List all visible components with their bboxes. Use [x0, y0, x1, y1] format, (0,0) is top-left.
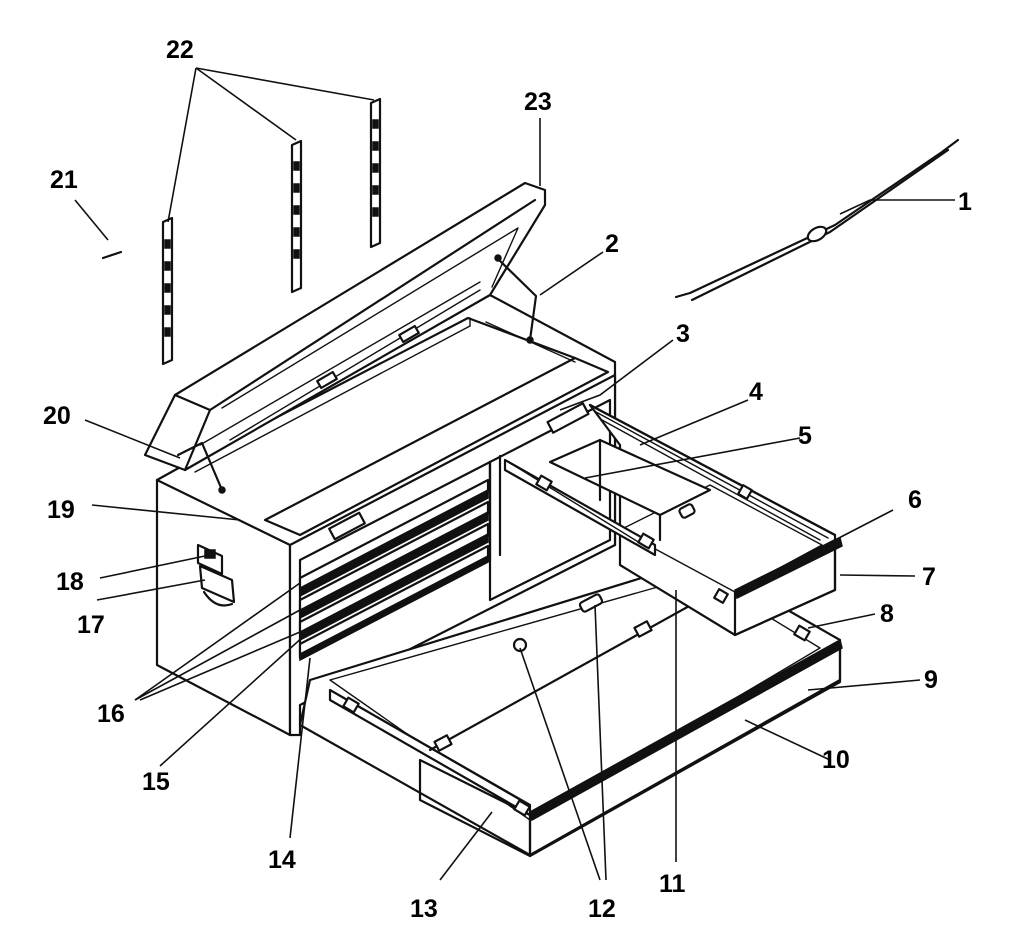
callout-21: 21: [50, 166, 78, 194]
callout-22: 22: [166, 36, 194, 64]
callout-1: 1: [958, 188, 972, 216]
callout-17: 17: [77, 611, 105, 639]
callout-10: 10: [822, 746, 850, 774]
callout-23: 23: [524, 88, 552, 116]
callout-4: 4: [749, 378, 763, 406]
callout-19: 19: [47, 496, 75, 524]
part-side-handle: [196, 543, 236, 607]
part-lid: [143, 181, 547, 472]
callout-8: 8: [880, 600, 894, 628]
callout-14: 14: [268, 846, 296, 874]
leader-lines: [74, 67, 955, 881]
callout-12: 12: [588, 895, 616, 923]
callout-11: 11: [659, 870, 686, 898]
callout-7: 7: [922, 563, 936, 591]
callout-6: 6: [908, 486, 922, 514]
callout-9: 9: [924, 666, 938, 694]
callout-18: 18: [56, 568, 84, 596]
callout-20: 20: [43, 402, 71, 430]
callout-13: 13: [410, 895, 438, 923]
callout-16: 16: [97, 700, 125, 728]
part-hanger-brackets: [161, 97, 382, 366]
callout-5: 5: [798, 422, 812, 450]
part-drawer-front: [298, 544, 490, 662]
callout-3: 3: [676, 320, 690, 348]
callout-labels: 1 2 3 4 5 6 7 8 9 10 11 12 13 14 15 16 1…: [43, 36, 972, 923]
callout-15: 15: [142, 768, 170, 796]
part-small-drawers: [298, 478, 490, 642]
callout-2: 2: [605, 230, 619, 258]
part-pin: [101, 250, 123, 260]
part-lid-rod: [674, 138, 960, 302]
part-lid-stays: [176, 254, 538, 494]
part-large-drawer: [298, 558, 843, 858]
part-upper-drawer: [503, 403, 843, 637]
